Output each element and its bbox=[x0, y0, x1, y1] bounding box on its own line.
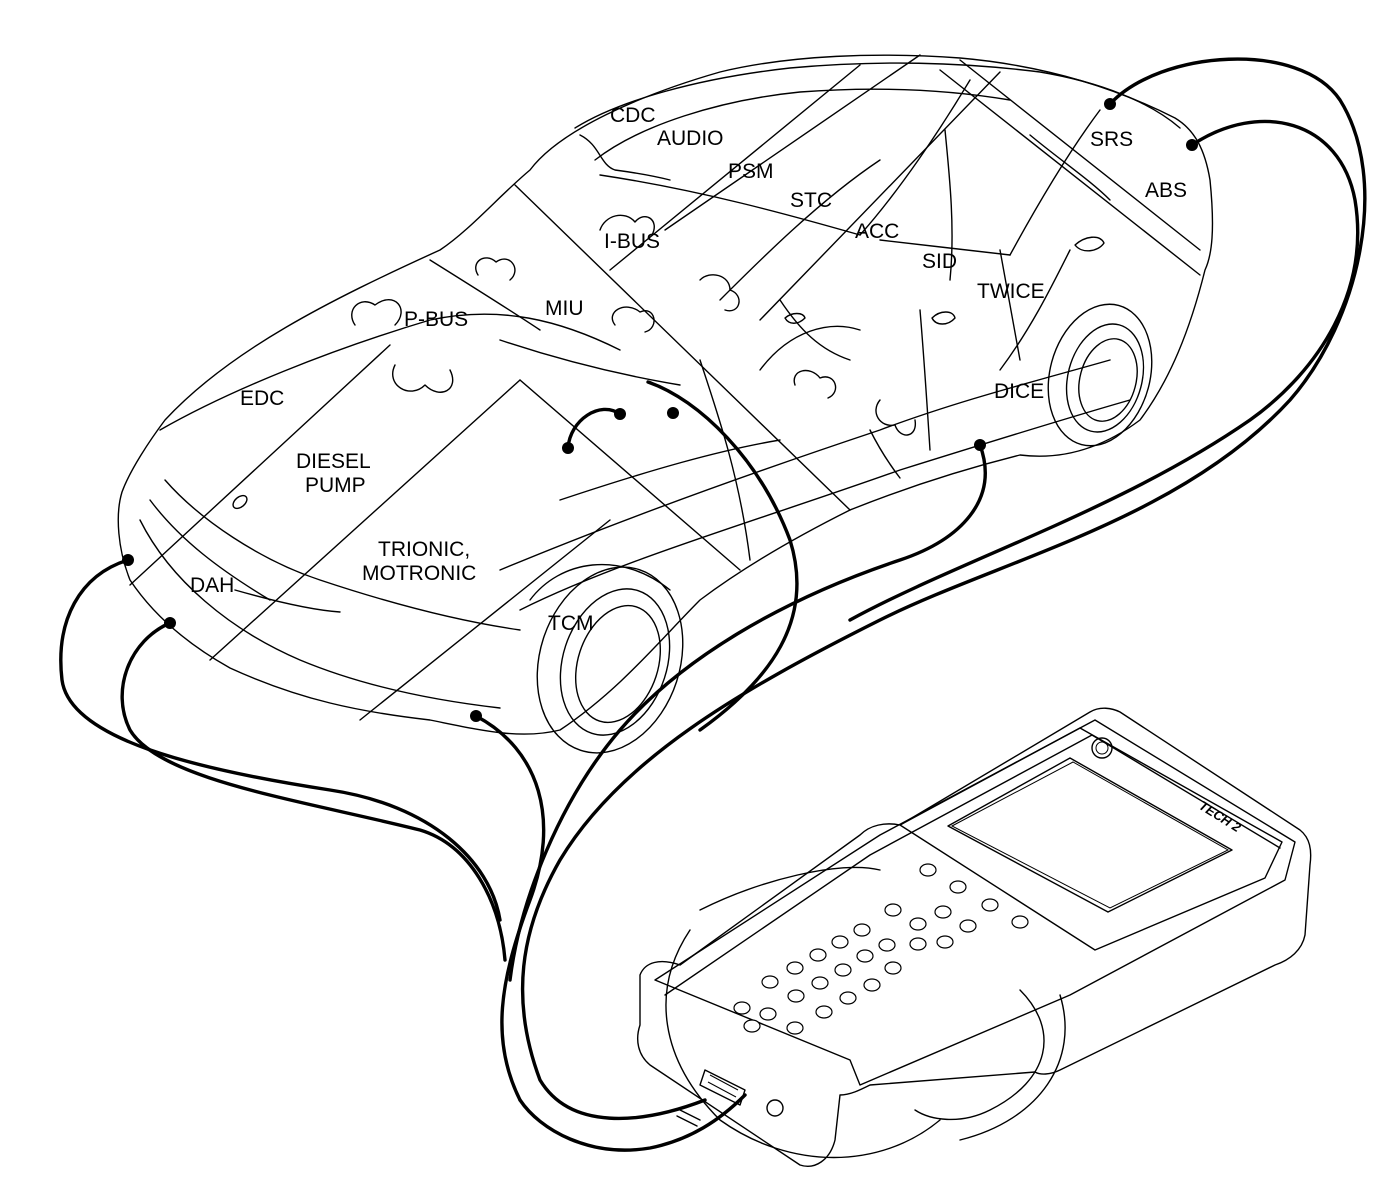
key-button[interactable] bbox=[934, 905, 952, 919]
key-button[interactable] bbox=[839, 991, 857, 1005]
rear-wheel bbox=[1047, 303, 1153, 447]
key-button[interactable] bbox=[936, 935, 954, 949]
label-motronic: MOTRONIC bbox=[362, 562, 476, 585]
tech2-connector-port bbox=[676, 1069, 784, 1127]
cable-miu bbox=[566, 407, 622, 450]
car-outline bbox=[117, 54, 1214, 735]
key-button[interactable] bbox=[743, 1019, 761, 1033]
tech2-screen bbox=[947, 757, 1233, 913]
car-body bbox=[117, 54, 1214, 735]
label-dah: DAH bbox=[190, 574, 234, 597]
label-diesel: DIESEL bbox=[296, 450, 371, 473]
cables bbox=[59, 57, 1367, 1121]
key-button[interactable] bbox=[809, 948, 827, 962]
key-button[interactable] bbox=[959, 919, 977, 933]
module-labels: CDC AUDIO PSM STC SRS ABS I-BUS ACC SID … bbox=[190, 104, 1187, 635]
key-button[interactable] bbox=[856, 949, 874, 963]
key-button[interactable] bbox=[878, 938, 896, 952]
key-button[interactable] bbox=[909, 917, 927, 931]
connection-points bbox=[122, 98, 1198, 722]
label-tcm: TCM bbox=[548, 612, 594, 635]
label-abs: ABS bbox=[1145, 179, 1187, 202]
label-cdc: CDC bbox=[610, 104, 656, 127]
key-button[interactable] bbox=[786, 1021, 804, 1035]
key-button[interactable] bbox=[761, 975, 779, 989]
key-button[interactable] bbox=[733, 1001, 751, 1015]
label-audio: AUDIO bbox=[657, 127, 724, 150]
key-button[interactable] bbox=[909, 937, 927, 951]
label-psm: PSM bbox=[728, 160, 774, 183]
cable-abs bbox=[848, 119, 1360, 622]
key-button[interactable] bbox=[787, 989, 805, 1003]
key-button[interactable] bbox=[811, 976, 829, 990]
key-button[interactable] bbox=[759, 1007, 777, 1021]
cable-dah bbox=[59, 558, 502, 922]
label-acc: ACC bbox=[855, 220, 899, 243]
cable-dice bbox=[508, 443, 987, 982]
key-button[interactable] bbox=[884, 961, 902, 975]
cable-tcm bbox=[474, 714, 546, 1102]
key-button[interactable] bbox=[834, 963, 852, 977]
label-i-bus: I-BUS bbox=[604, 230, 660, 253]
label-edc: EDC bbox=[240, 387, 284, 410]
label-pump: PUMP bbox=[305, 474, 366, 497]
cable-srs bbox=[520, 57, 1367, 1121]
tech2-keypad bbox=[733, 863, 1029, 1035]
connector-dot-diag bbox=[667, 407, 679, 419]
key-button[interactable] bbox=[949, 880, 967, 894]
key-button[interactable] bbox=[853, 923, 871, 937]
key-button[interactable] bbox=[981, 898, 999, 912]
tech2-emblem-icon bbox=[1091, 737, 1113, 759]
tech2-screen-bezel bbox=[899, 727, 1283, 951]
puzzle-dividers bbox=[129, 54, 1201, 721]
tech2-body bbox=[637, 707, 1312, 1167]
key-button[interactable] bbox=[919, 863, 937, 877]
label-twice: TWICE bbox=[977, 280, 1045, 303]
label-trionic: TRIONIC, bbox=[378, 538, 470, 561]
label-miu: MIU bbox=[545, 297, 584, 320]
key-button[interactable] bbox=[815, 1005, 833, 1019]
label-sid: SID bbox=[922, 250, 957, 273]
label-srs: SRS bbox=[1090, 128, 1133, 151]
key-button[interactable] bbox=[786, 961, 804, 975]
key-button[interactable] bbox=[1011, 915, 1029, 929]
tech2-scan-tool: TECH 2 bbox=[518, 707, 1312, 1167]
key-button[interactable] bbox=[831, 935, 849, 949]
label-stc: STC bbox=[790, 189, 832, 212]
cable-diag bbox=[646, 380, 799, 732]
key-button[interactable] bbox=[884, 903, 902, 917]
front-wheel bbox=[529, 563, 684, 754]
label-p-bus: P-BUS bbox=[404, 308, 468, 331]
label-dice: DICE bbox=[994, 380, 1044, 403]
key-button[interactable] bbox=[863, 978, 881, 992]
cable-front bbox=[120, 621, 507, 962]
